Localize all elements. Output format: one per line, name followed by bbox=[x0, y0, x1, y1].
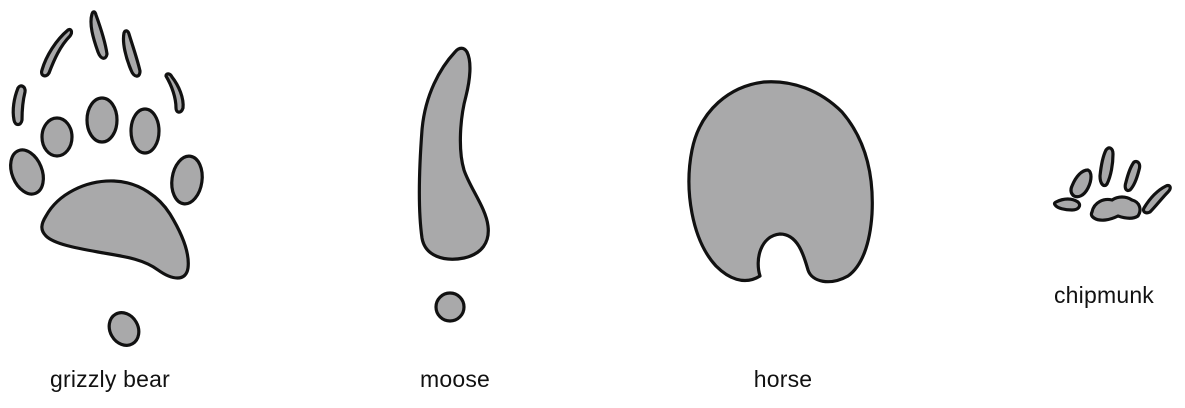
grizzly-bear-claw bbox=[123, 31, 140, 76]
grizzly-bear-toe bbox=[169, 154, 205, 206]
moose-dewclaw bbox=[436, 293, 464, 321]
moose-hoof bbox=[419, 48, 488, 259]
grizzly-bear-toe bbox=[4, 145, 49, 199]
grizzly-bear-claw bbox=[42, 29, 72, 75]
grizzly-bear-heel bbox=[103, 307, 144, 350]
chipmunk-toe bbox=[1071, 170, 1091, 197]
chipmunk-toe bbox=[1125, 161, 1139, 190]
grizzly-bear-toe bbox=[42, 118, 72, 156]
grizzly-bear-toe bbox=[131, 109, 159, 153]
grizzly-bear-toe bbox=[87, 98, 117, 142]
horse-track bbox=[689, 82, 872, 282]
label-moose: moose bbox=[420, 366, 490, 393]
moose-track bbox=[419, 48, 488, 321]
chipmunk-toe bbox=[1143, 185, 1170, 212]
horse-hoof bbox=[689, 82, 872, 282]
chipmunk-toe bbox=[1055, 199, 1080, 210]
grizzly-bear-claw bbox=[13, 86, 25, 125]
chipmunk-pad bbox=[1091, 197, 1140, 220]
chipmunk-track bbox=[1055, 148, 1171, 220]
label-grizzly-bear: grizzly bear bbox=[50, 366, 170, 393]
grizzly-bear-claw bbox=[166, 74, 183, 112]
grizzly-bear-track bbox=[4, 12, 205, 351]
chipmunk-toe bbox=[1100, 148, 1113, 186]
grizzly-bear-claw bbox=[91, 12, 107, 58]
label-chipmunk: chipmunk bbox=[1054, 282, 1154, 309]
grizzly-bear-pad bbox=[42, 181, 188, 278]
label-horse: horse bbox=[754, 366, 813, 393]
